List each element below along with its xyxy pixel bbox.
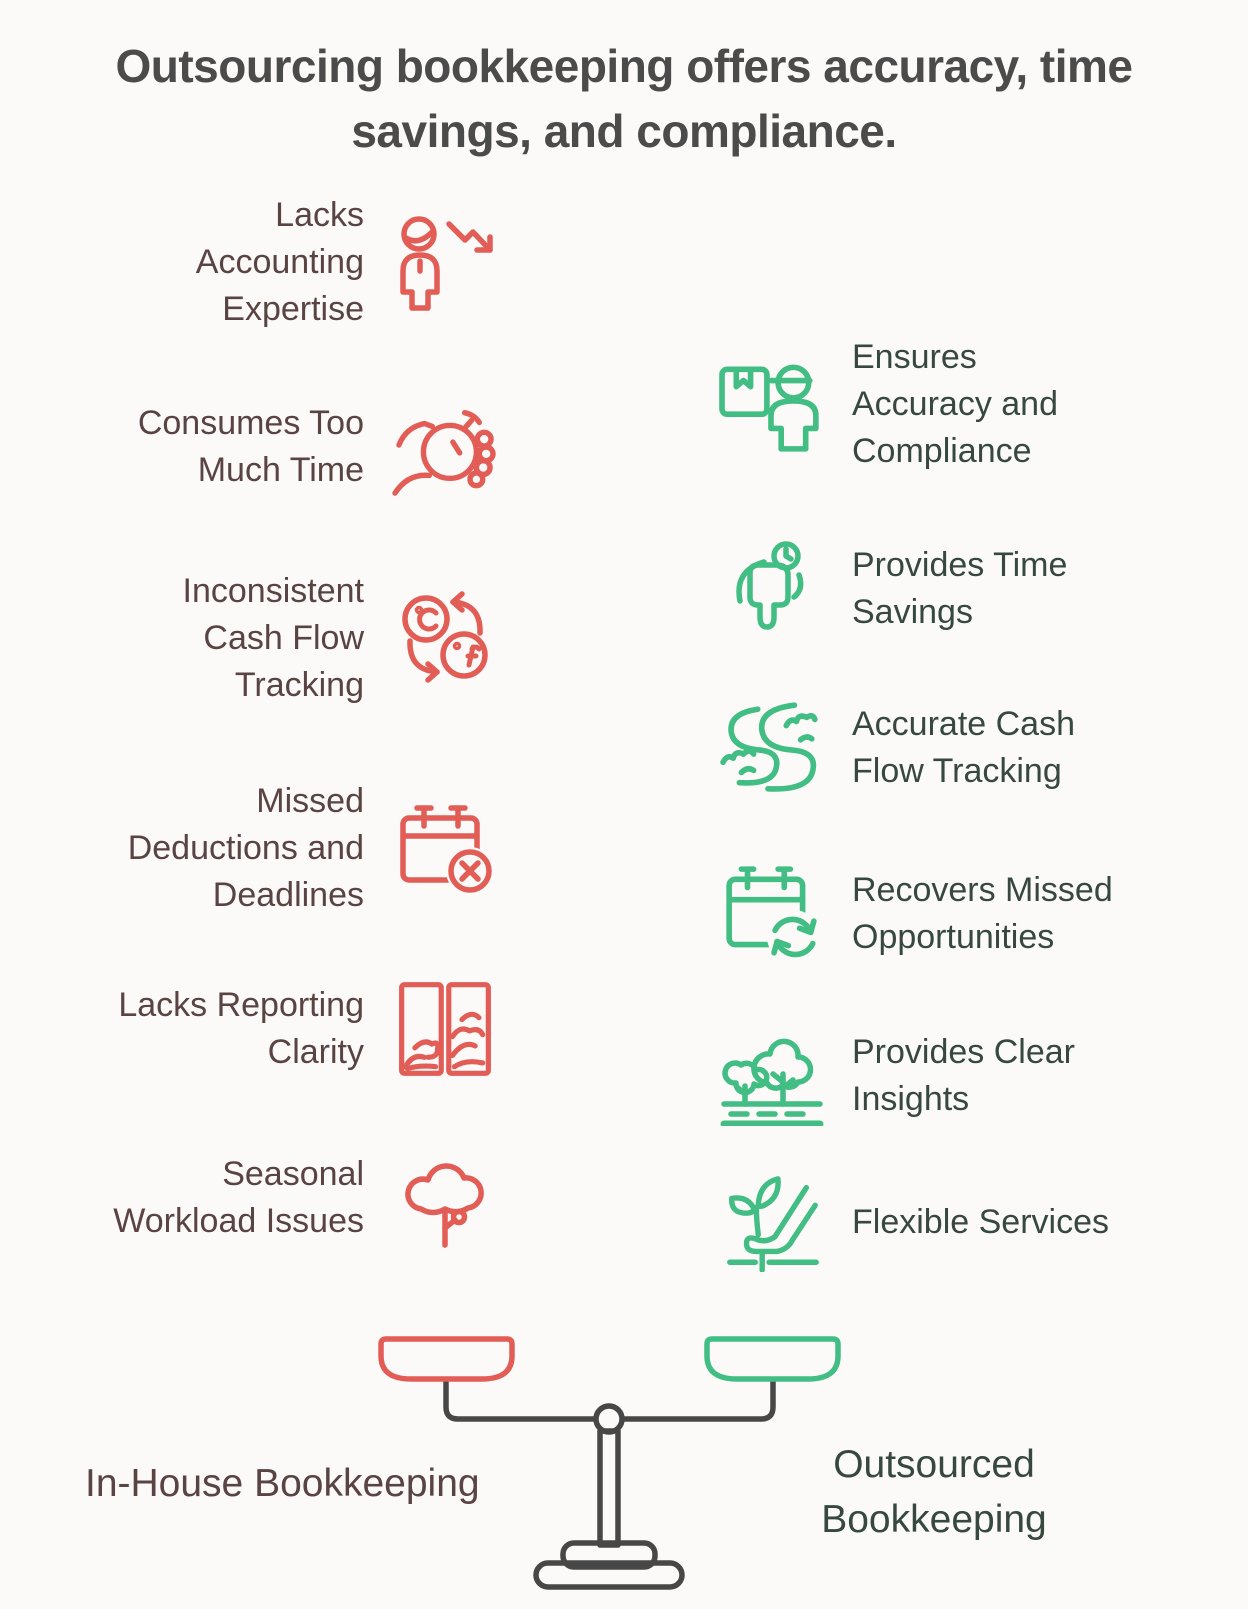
positive-item-row: Accurate Cash Flow Tracking [712,697,1117,799]
river-icon [712,697,832,799]
delivery-person-icon [712,353,832,455]
calendar-x-icon [388,798,502,898]
positive-item-row: Ensures Accuracy and Compliance [712,334,1102,475]
negative-item-row: Lacks Accounting Expertise [149,192,502,333]
positive-item-row: Flexible Services [712,1172,1182,1272]
balance-scale [378,1336,841,1590]
sprout-hand-icon [712,1172,832,1272]
scale-base-upper [560,1540,658,1570]
scale-pivot [593,1403,625,1435]
item-label: Ensures Accuracy and Compliance [852,338,1058,470]
hand-stopwatch-icon [388,398,502,496]
positive-item-row: Provides Time Savings [712,539,1122,639]
temperature-conversion-icon [388,588,502,688]
item-label: Missed Deductions and Deadlines [127,782,364,914]
left-scale-pan [378,1336,515,1382]
item-label: Lacks Reporting Clarity [118,986,364,1071]
outsourced-label: Outsourced Bookkeeping [821,1443,1047,1541]
negative-item-row: Missed Deductions and Deadlines [104,778,502,919]
item-label: Inconsistent Cash Flow Tracking [182,572,364,704]
negative-item-row: Consumes Too Much Time [74,398,502,496]
calendar-refresh-icon [712,863,832,965]
cloud-tree-icon [388,1148,502,1248]
item-label: Consumes Too Much Time [137,404,364,489]
item-label: Lacks Accounting Expertise [195,196,364,328]
scale-pole [597,1428,621,1548]
negative-item-row: Seasonal Workload Issues [79,1148,502,1248]
positive-item-row: Recovers Missed Opportunities [712,863,1162,965]
negative-item-row: Inconsistent Cash Flow Tracking [114,568,502,709]
trees-icon [712,1026,832,1126]
item-label: Accurate Cash Flow Tracking [852,705,1075,790]
item-label: Recovers Missed Opportunities [852,871,1113,956]
page-title: Outsourcing bookkeeping offers accuracy,… [115,40,1133,158]
item-label: Seasonal Workload Issues [113,1155,364,1240]
person-decline-icon [388,210,502,314]
positive-item-row: Provides Clear Insights [712,1026,1107,1126]
item-label: Flexible Services [852,1202,1109,1241]
item-label: Provides Time Savings [852,546,1068,631]
pointing-hand-clock-icon [712,539,832,639]
negative-item-row: Lacks Reporting Clarity [59,981,502,1077]
right-scale-pan [704,1336,841,1382]
foggy-windows-icon [388,981,502,1077]
in-house-label: In-House Bookkeeping [85,1462,480,1505]
scale-base-lower [533,1560,685,1590]
item-label: Provides Clear Insights [852,1033,1075,1118]
